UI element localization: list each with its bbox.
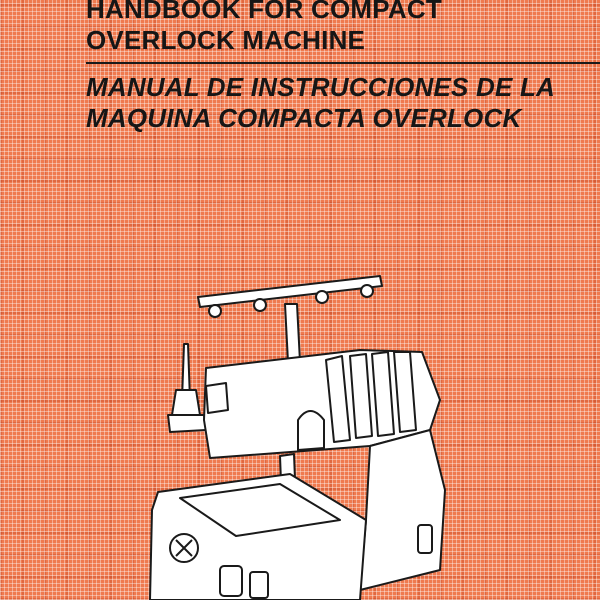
differential-feed-knob — [249, 571, 269, 599]
title-spanish-line-2: MAQUINA COMPACTA OVERLOCK — [86, 103, 522, 133]
vent-grille — [205, 382, 229, 414]
spool-cone — [171, 389, 201, 416]
title-block: HANDBOOK FOR COMPACT OVERLOCK MACHINE MA… — [86, 0, 600, 134]
right-side-panel — [359, 429, 446, 591]
thread-guide-3 — [315, 290, 329, 304]
thread-stand-pole — [284, 303, 301, 363]
title-spanish-line-1: MANUAL DE INSTRUCCIONES DE LA — [86, 72, 556, 102]
looper-cover-2 — [349, 353, 373, 439]
thread-guide-1 — [208, 304, 222, 318]
thread-stand-bar — [197, 275, 383, 308]
dial-grip-lines — [175, 539, 193, 557]
front-arch — [297, 410, 325, 451]
title-english-line-1: HANDBOOK FOR COMPACT — [86, 0, 442, 24]
title-english-line-2: OVERLOCK MACHINE — [86, 25, 366, 55]
side-handwheel-slot — [417, 524, 433, 554]
thread-guide-4 — [360, 284, 374, 298]
thread-guide-2 — [253, 298, 267, 312]
title-divider — [86, 62, 600, 64]
looper-cover-4 — [393, 351, 417, 433]
looper-cover-1 — [325, 355, 351, 443]
machine-bed — [149, 473, 367, 600]
overlock-machine-illustration — [149, 275, 446, 600]
bed-top-plate — [179, 483, 341, 537]
spool-base — [167, 414, 207, 433]
stitch-length-knob — [219, 565, 243, 597]
looper-cover-3 — [371, 351, 395, 437]
